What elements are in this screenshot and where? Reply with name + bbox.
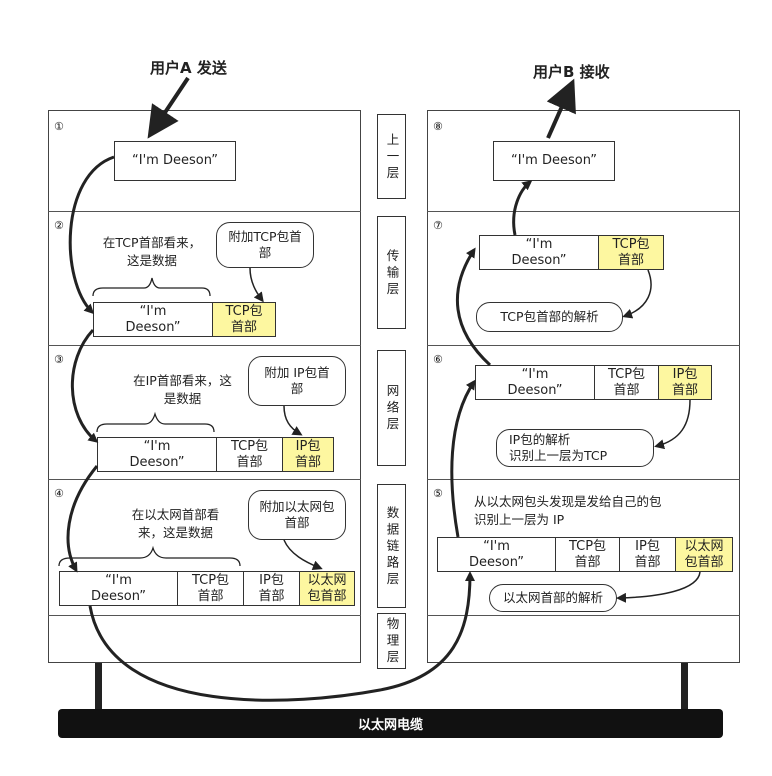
packet-ip-header-segment: IP包首部 — [243, 572, 299, 605]
layer-label-transport: 传输层 — [377, 216, 406, 329]
receiver-cable-post — [681, 663, 688, 713]
sender-tcp-add-callout: 附加TCP包首部 — [216, 222, 314, 268]
receiver-separator-network — [427, 345, 740, 346]
receiver-upper-data-box: “I'm Deeson” — [493, 141, 615, 181]
step-number-6: ⑥ — [433, 353, 443, 366]
sender-ip-add-callout: 附加 IP包首部 — [248, 356, 346, 406]
layer-label-upper: 上一层 — [377, 114, 406, 199]
receiver-separator-transport — [427, 211, 740, 212]
receiver-flow-arrow-3 — [512, 180, 533, 236]
sender-eth-add-callout: 附加以太网包首部 — [248, 490, 346, 540]
cable-transfer-arrow — [88, 571, 475, 702]
sender-separator-datalink — [48, 479, 361, 480]
packet-ip-header-segment: IP包首部 — [619, 538, 675, 571]
packet-tcp-header-segment: TCP包首部 — [177, 572, 243, 605]
packet-ip-header-segment: IP包首部 — [658, 366, 711, 399]
step-number-2: ② — [54, 219, 64, 232]
ethernet-cable: 以太网电缆 — [58, 709, 723, 738]
sender-separator-physical — [48, 615, 361, 616]
sender-network-brace — [96, 411, 215, 433]
sender-flow-arrow-3 — [66, 465, 99, 573]
step-number-3: ③ — [54, 353, 64, 366]
sender-tcp-callout-pointer — [249, 267, 264, 303]
receiver-output-arrow — [546, 78, 576, 139]
step-number-8: ⑧ — [433, 120, 443, 133]
packet-tcp-header-segment: TCP包首部 — [594, 366, 658, 399]
sender-input-arrow — [147, 76, 190, 139]
layer-label-datalink: 数据链路层 — [377, 484, 406, 608]
packet-eth-header-segment: 以太网包首部 — [299, 572, 354, 605]
packet-tcp-header-segment: TCP包首部 — [598, 236, 663, 269]
step-number-5: ⑤ — [433, 487, 443, 500]
sender-separator-network — [48, 345, 361, 346]
packet-tcp-header-segment: TCP包首部 — [212, 303, 275, 336]
receiver-ip-parse-pointer — [654, 399, 691, 450]
step-number-1: ① — [54, 120, 64, 133]
packet-tcp-header-segment: TCP包首部 — [555, 538, 619, 571]
sender-eth-callout-pointer — [283, 539, 323, 571]
sender-heading: 用户A 发送 — [150, 59, 227, 77]
packet-tcp-header-segment: TCP包首部 — [216, 438, 282, 471]
receiver-eth-parse-callout: 以太网首部的解析 — [489, 584, 617, 612]
receiver-separator-physical — [427, 615, 740, 616]
receiver-tcp-parse-pointer — [622, 269, 652, 319]
receiver-flow-arrow-2 — [455, 247, 492, 367]
layer-label-physical: 物理层 — [377, 613, 406, 669]
sender-ip-view-note: 在IP首部看来，这 是数据 — [133, 373, 232, 406]
receiver-tcp-parse-callout: TCP包首部的解析 — [476, 302, 623, 332]
step-number-7: ⑦ — [433, 219, 443, 232]
receiver-eth-parse-pointer — [616, 571, 701, 603]
receiver-separator-datalink — [427, 479, 740, 480]
sender-upper-data-box: “I'm Deeson” — [114, 141, 236, 181]
sender-eth-view-note: 在以太网首部看 来，这是数据 — [131, 507, 220, 540]
receiver-flow-arrow-1 — [450, 379, 476, 538]
packet-eth-header-segment: 以太网包首部 — [675, 538, 732, 571]
layer-label-network: 网络层 — [377, 350, 406, 466]
sender-flow-arrow-2 — [70, 328, 99, 443]
sender-separator-transport — [48, 211, 361, 212]
packet-ip-header-segment: IP包首部 — [282, 438, 333, 471]
receiver-ip-parse-callout: IP包的解析识别上一层为TCP — [496, 429, 654, 467]
sender-cable-post — [95, 663, 102, 713]
receiver-heading: 用户B 接收 — [533, 63, 610, 81]
sender-ip-callout-pointer — [283, 405, 303, 436]
step-number-4: ④ — [54, 487, 64, 500]
sender-flow-arrow-1 — [68, 155, 115, 315]
sender-transport-brace — [92, 277, 211, 297]
sender-datalink-brace — [58, 545, 241, 567]
sender-tcp-view-note: 在TCP首部看来， 这是数据 — [102, 235, 202, 268]
receiver-eth-detect-note: 从以太网包头发现是发给自己的包 识别上一层为 IP — [474, 494, 662, 527]
